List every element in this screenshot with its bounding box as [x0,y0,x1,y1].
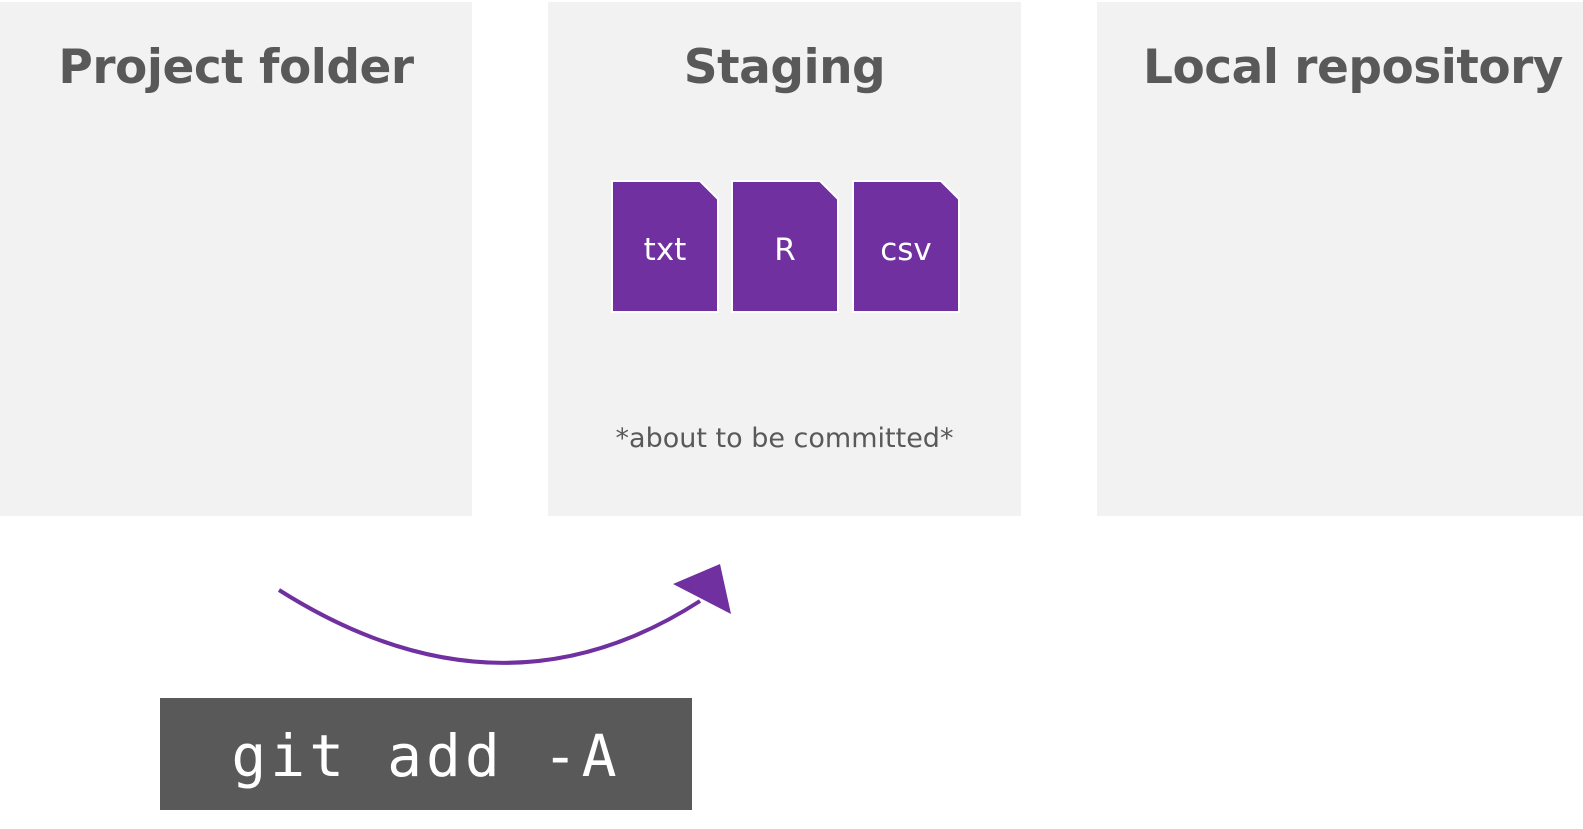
r-file-icon: R [731,180,839,313]
file-label-txt: txt [643,232,687,268]
local-repository-panel: Local repository [1097,2,1583,516]
csv-file-icon: csv [852,180,960,313]
staging-title: Staging [683,40,886,95]
command-text: git add -A [231,722,621,790]
file-shape [731,180,839,313]
file-shape [611,180,719,313]
arrow-shaft [277,588,702,665]
file-label-csv: csv [880,232,932,268]
project-folder-panel: Project folder [0,2,472,516]
file-shape [852,180,960,313]
command-box: git add -A [160,698,692,810]
staging-note: *about to be committed* [615,423,954,454]
file-label-r: R [774,232,796,268]
staging-panel: Staging txt R csv *about to be committed… [548,2,1021,516]
txt-file-icon: txt [611,180,719,313]
project-folder-title: Project folder [58,40,414,95]
local-repository-title: Local repository [1143,40,1563,95]
arrow-head [673,564,731,614]
